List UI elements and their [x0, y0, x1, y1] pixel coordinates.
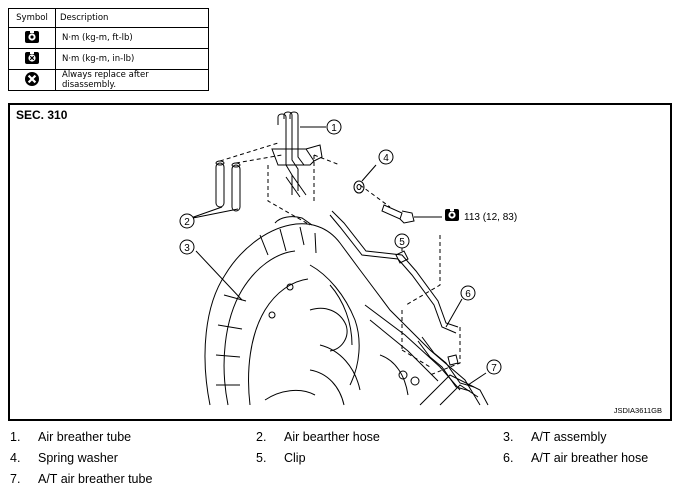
- air-breather-tube-drawing: [271, 111, 323, 198]
- callout-number: 7: [491, 363, 497, 374]
- legend-description: N·m (kg-m, ft-lb): [55, 27, 209, 49]
- list-item: 1. Air breather tube: [10, 430, 131, 444]
- exploded-view-drawing: 1 2 3 4 5 6 7: [179, 111, 502, 406]
- legend-symbol-cell: [8, 27, 56, 49]
- callout-number: 4: [383, 153, 389, 164]
- torque-wrench-icon: [445, 208, 459, 221]
- callout-2: 2: [179, 213, 195, 229]
- leader-lines: [187, 126, 487, 386]
- callout-number: 1: [331, 123, 337, 134]
- part-name: A/T assembly: [531, 430, 607, 444]
- callout-5: 5: [394, 233, 410, 249]
- part-number: 3.: [503, 430, 514, 444]
- list-item: 7. A/T air breather tube: [10, 472, 152, 486]
- legend-row: N·m (kg-m, ft-lb): [8, 27, 209, 49]
- exploded-view-figure: SEC. 310: [8, 103, 672, 421]
- part-name: Air bearther hose: [284, 430, 380, 444]
- legend-description: N·m (kg-m, in-lb): [55, 48, 209, 70]
- legend-symbol-cell: [8, 48, 56, 70]
- part-number: 4.: [10, 451, 21, 465]
- callout-number: 2: [184, 217, 190, 228]
- symbol-legend-table: Symbol Description N·m (kg-m, ft-lb) N·m…: [8, 8, 209, 91]
- legend-symbol-cell: [8, 69, 56, 91]
- callout-7: 7: [486, 359, 502, 375]
- part-number: 1.: [10, 430, 21, 444]
- spring-washer-drawing: [353, 180, 365, 194]
- part-number: 6.: [503, 451, 514, 465]
- at-air-breather-tube-drawing: [417, 336, 475, 392]
- alignment-lines: [219, 142, 461, 376]
- callout-6: 6: [460, 285, 476, 301]
- legend-header-symbol: Symbol: [8, 8, 56, 28]
- list-item: 2. Air bearther hose: [256, 430, 380, 444]
- callout-4: 4: [378, 149, 394, 165]
- torque-wrench-small-icon: [25, 50, 39, 64]
- part-name: Air breather tube: [38, 430, 132, 444]
- list-item: 3. A/T assembly: [503, 430, 607, 444]
- at-assembly-drawing: [204, 216, 489, 406]
- legend-row: N·m (kg-m, in-lb): [8, 48, 209, 70]
- part-number: 2.: [256, 430, 267, 444]
- legend-row: Always replace after disassembly.: [8, 69, 209, 91]
- legend-description: Always replace after disassembly.: [55, 69, 209, 91]
- figure-code: JSDIA3611GB: [613, 406, 662, 415]
- torque-wrench-icon: [25, 29, 39, 43]
- at-air-breather-hose-drawing: [329, 210, 459, 334]
- callout-number: 3: [184, 243, 190, 254]
- part-name: Spring washer: [38, 451, 118, 465]
- always-replace-icon: [25, 71, 39, 86]
- part-number: 7.: [10, 472, 21, 486]
- torque-spec: 113 (12, 83): [464, 212, 518, 223]
- part-name: A/T air breather hose: [531, 451, 649, 465]
- part-name: Clip: [284, 451, 306, 465]
- air-breather-hose-drawing: [215, 160, 241, 212]
- list-item: 4. Spring washer: [10, 451, 118, 465]
- clip-drawing: [395, 250, 409, 264]
- callout-number: 5: [399, 237, 405, 248]
- part-name: A/T air breather tube: [38, 472, 153, 486]
- callouts: 1 2 3 4 5 6 7: [179, 119, 502, 375]
- bolt-drawing: [381, 204, 415, 224]
- callout-3: 3: [179, 239, 195, 255]
- callout-1: 1: [326, 119, 342, 135]
- legend-header-row: Symbol Description: [8, 8, 209, 28]
- legend-header-description: Description: [55, 8, 209, 28]
- part-number: 5.: [256, 451, 267, 465]
- list-item: 6. A/T air breather hose: [503, 451, 648, 465]
- section-label: SEC. 310: [16, 108, 68, 122]
- list-item: 5. Clip: [256, 451, 306, 465]
- callout-number: 6: [465, 289, 471, 300]
